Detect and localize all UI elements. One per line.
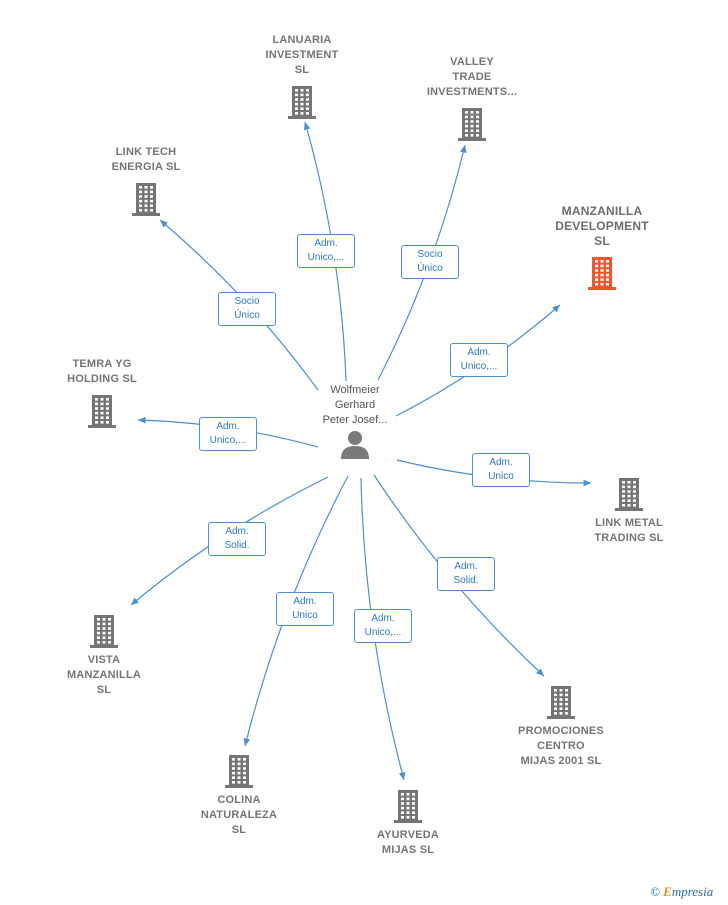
building-icon [90,615,118,648]
company-name: PROMOCIONES CENTRO MIJAS 2001 SL [518,725,604,767]
role-label-valley[interactable]: Socio Único [401,245,459,279]
person-name: Wolfmeier Gerhard Peter Josef... [322,384,388,426]
role-label-promociones[interactable]: Adm. Solid. [437,557,495,591]
company-node-ayurveda[interactable]: AYURVEDA MIJAS SL [333,788,483,858]
company-name: MANZANILLA DEVELOPMENT SL [555,204,649,248]
role-label-ayurveda[interactable]: Adm. Unico,... [354,609,412,643]
company-node-linkmetal[interactable]: LINK METAL TRADING SL [554,476,704,546]
building-icon [458,108,486,141]
person-icon [341,431,369,459]
role-label-colina[interactable]: Adm. Unico [276,592,334,626]
company-node-colina[interactable]: COLINA NATURALEZA SL [164,753,314,838]
brand-logo: © Empresia [650,884,714,899]
building-icon [225,755,253,788]
person-node[interactable]: Wolfmeier Gerhard Peter Josef... [280,383,430,460]
company-name: TEMRA YG HOLDING SL [67,358,137,385]
company-node-valley[interactable]: VALLEY TRADE INVESTMENTS... [397,55,547,142]
company-name: COLINA NATURALEZA SL [200,794,278,836]
company-name: VALLEY TRADE INVESTMENTS... [426,56,518,98]
company-node-linktech[interactable]: LINK TECH ENERGIA SL [71,145,221,217]
role-label-linkmetal[interactable]: Adm. Unico [472,453,530,487]
role-label-manzanilla[interactable]: Adm. Unico,... [450,343,508,377]
company-node-temra[interactable]: TEMRA YG HOLDING SL [27,357,177,429]
building-icon [588,257,616,290]
role-label-vista[interactable]: Adm. Solid. [208,522,266,556]
company-name: LINK METAL TRADING SL [594,517,664,544]
building-icon [615,478,643,511]
company-node-promociones[interactable]: PROMOCIONES CENTRO MIJAS 2001 SL [486,684,636,769]
building-icon [394,790,422,823]
company-node-lanuaria[interactable]: LANUARIA INVESTMENT SL [227,33,377,120]
company-name: AYURVEDA MIJAS SL [376,829,440,856]
company-node-manzanilla[interactable]: MANZANILLA DEVELOPMENT SL [527,204,677,291]
building-icon [132,183,160,216]
building-icon [88,395,116,428]
company-node-vista[interactable]: VISTA MANZANILLA SL [29,613,179,698]
company-name: VISTA MANZANILLA SL [66,654,142,696]
company-name: LINK TECH ENERGIA SL [111,146,181,173]
building-icon [547,686,575,719]
role-label-lanuaria[interactable]: Adm. Unico,... [297,234,355,268]
building-icon [288,86,316,119]
company-name: LANUARIA INVESTMENT SL [265,34,339,76]
role-label-linktech[interactable]: Socio Único [218,292,276,326]
role-label-temra[interactable]: Adm. Unico,... [199,417,257,451]
